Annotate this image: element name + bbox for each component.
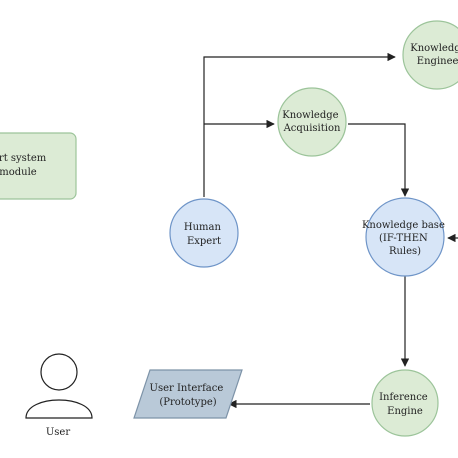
knowledge-engineer-label: Knowledge Engineer xyxy=(410,43,458,67)
knowledge-engineer-line-2: Engineer xyxy=(417,56,458,67)
inference-engine-node xyxy=(371,369,439,437)
knowledge-base-line-3: Rules) xyxy=(389,246,421,257)
human-expert-line-2: Expert xyxy=(187,236,221,247)
human-expert-line-1: Human xyxy=(184,222,222,233)
expert-system-module-box xyxy=(0,132,77,200)
expert-module-line-1: pert system xyxy=(0,153,47,164)
inference-engine-label: Inference Engine xyxy=(379,392,431,417)
knowledge-acquisition-label: Knowledge Acquisition xyxy=(282,110,342,134)
knowledge-acquisition-line-2: Acquisition xyxy=(283,123,341,134)
user-icon xyxy=(25,353,93,419)
edge-knowledge-acquisition-to-knowledge-base xyxy=(348,123,410,197)
inference-engine-line-1: Inference xyxy=(379,392,428,403)
user-interface-node xyxy=(133,369,243,419)
knowledge-base-line-1: Knowledge base xyxy=(362,220,445,231)
knowledge-acquisition-line-1: Knowledge xyxy=(282,110,338,121)
knowledge-acquisition-node xyxy=(277,87,347,157)
knowledge-base-node xyxy=(365,197,445,277)
expert-system-module-label: pert system module xyxy=(0,153,49,178)
knowledge-engineer-line-1: Knowledge xyxy=(410,43,458,54)
user-interface-line-1: User Interface xyxy=(150,383,224,394)
edge-human-expert-to-knowledge-engineer xyxy=(203,52,396,197)
expert-module-line-2: module xyxy=(0,167,37,178)
user-label: User xyxy=(46,427,70,438)
inference-engine-line-2: Engine xyxy=(387,406,423,417)
knowledge-base-label: Knowledge base (IF-THEN Rules) xyxy=(362,220,448,257)
user-interface-line-2: (Prototype) xyxy=(159,397,216,408)
knowledge-base-line-2: (IF-THEN xyxy=(379,233,428,244)
human-expert-node xyxy=(169,198,239,268)
knowledge-engineer-node xyxy=(402,20,458,90)
human-expert-label: Human Expert xyxy=(184,222,224,247)
user-interface-label: User Interface (Prototype) xyxy=(150,383,227,408)
